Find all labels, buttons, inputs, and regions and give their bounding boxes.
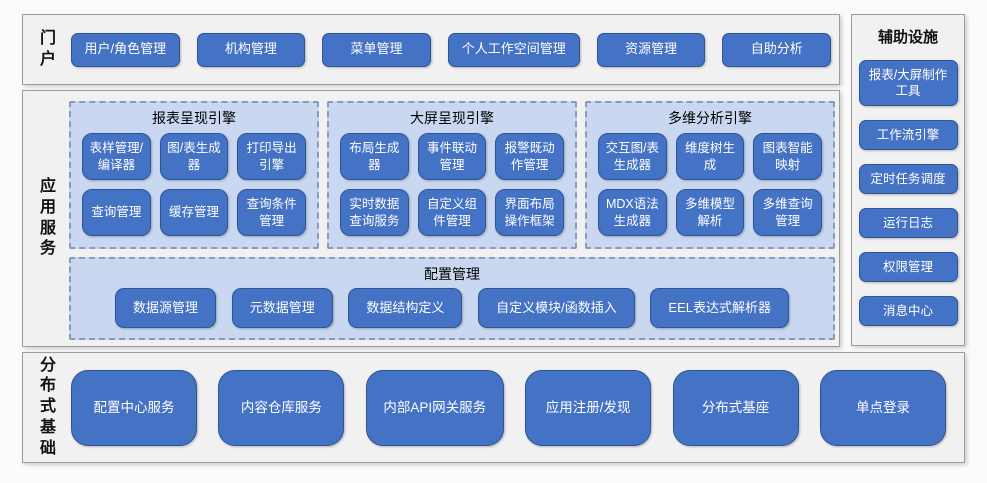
olap-engine-title: 多维分析引擎: [668, 110, 752, 126]
node-resource-mgmt: 资源管理: [596, 32, 706, 67]
node-realtime-data-query-service: 实时数据查询服务: [340, 189, 409, 236]
bigscreen-engine-title: 大屏呈现引擎: [410, 110, 494, 126]
node-chart-smart-mapping: 图表智能映射: [753, 133, 822, 180]
node-datasource-mgmt: 数据源管理: [115, 288, 217, 328]
node-print-export-engine: 打印导出引擎: [237, 133, 306, 180]
portal-panel: 门户 用户/角色管理 机构管理 菜单管理 个人工作空间管理 资源管理 自助分析: [22, 14, 840, 85]
distributed-base-label: 分布式基础: [39, 356, 56, 457]
node-self-service-analysis: 自助分析: [722, 32, 832, 67]
auxiliary-title: 辅助设施: [877, 29, 938, 46]
node-mdx-syntax-generator: MDX语法生成器: [598, 189, 667, 236]
node-workflow-engine: 工作流引擎: [858, 120, 958, 150]
node-custom-component-mgmt: 自定义组件管理: [417, 189, 487, 236]
app-services-content: 报表呈现引擎 表样管理/编译器 图/表生成器 打印导出引擎 查询管理 缓存管理 …: [69, 101, 835, 340]
node-permission-mgmt: 权限管理: [858, 252, 958, 282]
node-dimension-tree-generation: 维度树生成: [675, 133, 745, 180]
node-cache-mgmt: 缓存管理: [159, 189, 229, 236]
node-menu-mgmt: 菜单管理: [322, 32, 431, 67]
node-personal-workspace-mgmt: 个人工作空间管理: [447, 32, 580, 67]
config-mgmt-group: 配置管理 数据源管理 元数据管理 数据结构定义 自定义模块/函数插入 EEL表达…: [69, 257, 835, 340]
node-multidim-query-mgmt: 多维查询管理: [753, 189, 822, 236]
config-mgmt-row: 数据源管理 元数据管理 数据结构定义 自定义模块/函数插入 EEL表达式解析器: [71, 286, 833, 338]
engine-groups: 报表呈现引擎 表样管理/编译器 图/表生成器 打印导出引擎 查询管理 缓存管理 …: [69, 101, 835, 249]
node-chart-table-generator: 图/表生成器: [159, 133, 229, 180]
node-app-registration-discovery: 应用注册/发现: [525, 369, 652, 446]
distributed-base-panel: 分布式基础 配置中心服务 内容仓库服务 内部API网关服务 应用注册/发现 分布…: [22, 352, 965, 463]
node-internal-api-gateway-service: 内部API网关服务: [365, 369, 504, 446]
auxiliary-node-column: 报表/大屏制作工具 工作流引擎 定时任务调度 运行日志 权限管理 消息中心: [852, 47, 964, 326]
report-engine-grid: 表样管理/编译器 图/表生成器 打印导出引擎 查询管理 缓存管理 查询条件管理: [71, 130, 317, 247]
config-mgmt-title: 配置管理: [424, 266, 480, 282]
node-metadata-mgmt: 元数据管理: [231, 288, 333, 328]
node-content-repository-service: 内容仓库服务: [218, 369, 345, 446]
node-run-logs: 运行日志: [858, 208, 958, 238]
node-distributed-base: 分布式基座: [672, 369, 799, 446]
node-report-style-mgmt-compiler: 表样管理/编译器: [82, 133, 151, 180]
node-org-mgmt: 机构管理: [196, 32, 306, 67]
report-engine-group: 报表呈现引擎 表样管理/编译器 图/表生成器 打印导出引擎 查询管理 缓存管理 …: [69, 101, 319, 249]
node-multidim-model-parsing: 多维模型解析: [675, 189, 745, 236]
node-message-center: 消息中心: [858, 296, 958, 326]
node-custom-module-function-insert: 自定义模块/函数插入: [478, 288, 635, 328]
node-single-sign-on: 单点登录: [819, 369, 946, 446]
portal-node-row: 用户/角色管理 机构管理 菜单管理 个人工作空间管理 资源管理 自助分析: [71, 15, 832, 84]
node-ui-layout-framework: 界面布局操作框架: [495, 189, 564, 236]
bigscreen-engine-group: 大屏呈现引擎 布局生成器 事件联动管理 报警既动作管理 实时数据查询服务 自定义…: [327, 101, 577, 249]
node-eel-expression-parser: EEL表达式解析器: [650, 288, 789, 328]
app-services-label: 应用服务: [39, 177, 56, 258]
portal-label: 门户: [39, 29, 56, 68]
node-query-mgmt: 查询管理: [82, 189, 151, 236]
node-event-linkage-mgmt: 事件联动管理: [417, 133, 487, 180]
node-user-role-mgmt: 用户/角色管理: [71, 32, 180, 67]
node-interactive-chart-generator: 交互图/表生成器: [598, 133, 667, 180]
node-query-condition-mgmt: 查询条件管理: [237, 189, 306, 236]
app-services-panel: 应用服务 报表呈现引擎 表样管理/编译器 图/表生成器 打印导出引擎 查询管理 …: [22, 90, 840, 347]
node-config-center-service: 配置中心服务: [71, 369, 197, 446]
node-scheduled-task-dispatch: 定时任务调度: [858, 164, 958, 194]
olap-engine-group: 多维分析引擎 交互图/表生成器 维度树生成 图表智能映射 MDX语法生成器 多维…: [585, 101, 835, 249]
node-data-structure-definition: 数据结构定义: [348, 288, 463, 328]
auxiliary-panel: 辅助设施 报表/大屏制作工具 工作流引擎 定时任务调度 运行日志 权限管理 消息…: [851, 14, 965, 346]
node-alarm-action-mgmt: 报警既动作管理: [495, 133, 564, 180]
distributed-node-row: 配置中心服务 内容仓库服务 内部API网关服务 应用注册/发现 分布式基座 单点…: [71, 353, 946, 462]
olap-engine-grid: 交互图/表生成器 维度树生成 图表智能映射 MDX语法生成器 多维模型解析 多维…: [587, 130, 833, 247]
node-layout-generator: 布局生成器: [340, 133, 409, 180]
bigscreen-engine-grid: 布局生成器 事件联动管理 报警既动作管理 实时数据查询服务 自定义组件管理 界面…: [329, 130, 575, 247]
node-report-bigscreen-authoring-tool: 报表/大屏制作工具: [858, 60, 958, 106]
report-engine-title: 报表呈现引擎: [152, 110, 236, 126]
